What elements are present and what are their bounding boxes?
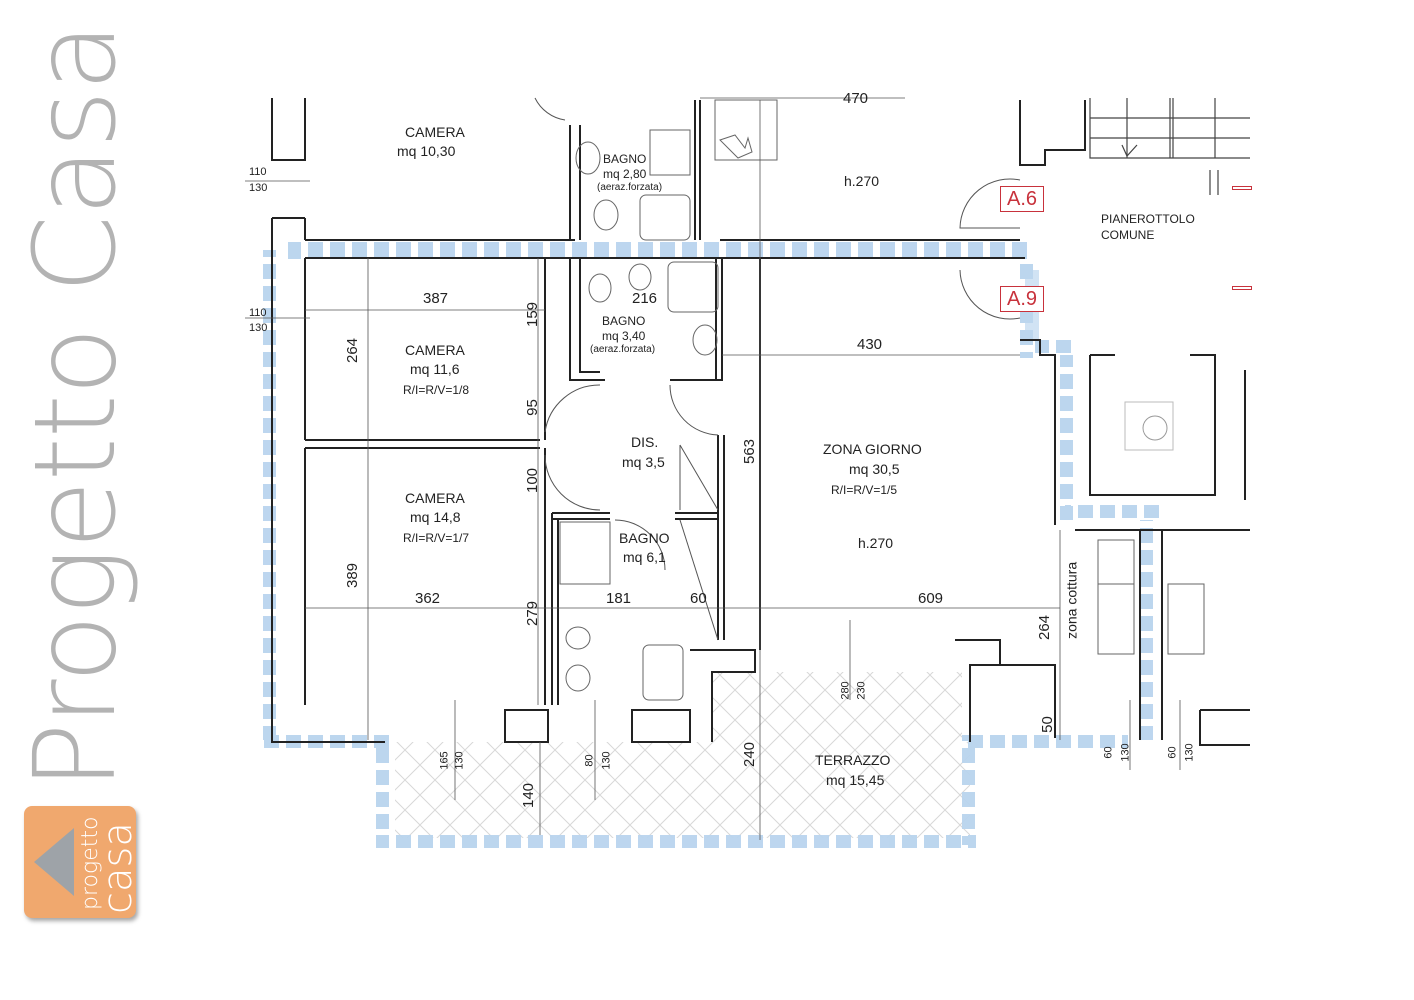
window-5-top: 280: [839, 681, 852, 700]
room-terrazzo-name: TERRAZZO: [815, 752, 891, 768]
dim-159: 159: [524, 301, 542, 328]
dim-609: 609: [918, 590, 944, 607]
window-3-top: 165: [438, 751, 451, 770]
window-1-top: 110: [249, 166, 267, 178]
room-bagno-3-name: BAGNO: [619, 530, 670, 546]
dim-387: 387: [423, 290, 449, 307]
door-swings: [534, 97, 1021, 641]
stairs: [1089, 98, 1250, 195]
unit-tag-a6: A.6: [1000, 186, 1045, 212]
dim-430: 430: [857, 336, 883, 353]
room-dis-area: mq 3,5: [622, 454, 665, 470]
dim-563: 563: [741, 438, 759, 465]
room-zona-giorno-height: h.270: [858, 535, 894, 551]
window-2-bottom: 130: [249, 322, 268, 334]
window-5-bottom: 230: [855, 681, 868, 700]
room-dis-name: DIS.: [631, 434, 659, 450]
room-bagno-top-note: (aeraz.forzata): [597, 182, 663, 193]
dim-264-right: 264: [1036, 614, 1054, 641]
room-camera-1-ratio: R/I=R/V=1/8: [403, 383, 470, 397]
landing-name: PIANEROTTOLO: [1101, 212, 1195, 226]
height-top-right: h.270: [844, 173, 880, 189]
dim-470: 470: [843, 90, 869, 107]
unit-tag-partial-bottom: [1232, 286, 1252, 290]
dim-100: 100: [524, 467, 542, 494]
window-3-bottom: 130: [453, 751, 466, 770]
dim-181: 181: [606, 590, 632, 607]
room-camera-2-ratio: R/I=R/V=1/7: [403, 531, 470, 545]
dim-50: 50: [1038, 716, 1056, 733]
walls: [271, 98, 1250, 746]
dim-60: 60: [690, 590, 707, 607]
dim-216: 216: [632, 290, 658, 307]
logo-arrow-icon: [34, 828, 74, 896]
room-terrazzo-area: mq 15,45: [826, 772, 885, 788]
progetto-casa-logo: progetto casa: [24, 806, 136, 918]
window-7-top: 60: [1166, 746, 1179, 759]
dim-264-left: 264: [344, 337, 362, 364]
room-bagno-top-name: BAGNO: [603, 152, 647, 166]
room-bagno-3-area: mq 6,1: [623, 549, 666, 565]
room-camera-1-area: mq 11,6: [410, 361, 460, 377]
window-2-top: 110: [249, 307, 267, 319]
unit-tag-a9: A.9: [1000, 286, 1045, 312]
room-zona-giorno-area: mq 30,5: [849, 461, 900, 477]
bathroom-fixtures: [559, 99, 1205, 701]
window-6-bottom: 130: [1119, 743, 1132, 762]
terrace-tiling: [395, 742, 970, 838]
room-bagno-top-area: mq 2,80: [603, 167, 647, 181]
dim-140: 140: [520, 782, 538, 809]
window-1-bottom: 130: [249, 182, 268, 194]
dimension-lines: [245, 97, 1181, 840]
room-camera-top-name: CAMERA: [405, 124, 465, 140]
room-bagno-2-name: BAGNO: [602, 314, 646, 328]
room-camera-top-area: mq 10,30: [397, 143, 456, 159]
dim-95: 95: [523, 399, 541, 416]
window-6-top: 60: [1102, 746, 1115, 759]
window-4-bottom: 130: [600, 751, 613, 770]
dim-389: 389: [344, 562, 362, 589]
dim-362: 362: [415, 590, 441, 607]
landing-name-2: COMUNE: [1101, 228, 1155, 242]
room-zona-giorno-ratio: R/I=R/V=1/5: [831, 483, 898, 497]
room-bagno-2-note: (aeraz.forzata): [590, 344, 656, 355]
dim-240: 240: [741, 741, 759, 768]
window-7-bottom: 130: [1183, 743, 1196, 762]
room-bagno-2-area: mq 3,40: [602, 329, 646, 343]
room-camera-2-name: CAMERA: [405, 490, 465, 506]
room-zona-giorno-name: ZONA GIORNO: [823, 441, 922, 457]
dim-279: 279: [524, 600, 542, 627]
room-camera-2-area: mq 14,8: [410, 509, 461, 525]
room-camera-1-name: CAMERA: [405, 342, 465, 358]
zona-cottura-label: zona cottura: [1063, 561, 1080, 639]
unit-tag-partial-top: [1232, 186, 1252, 190]
window-4-top: 80: [583, 754, 596, 767]
